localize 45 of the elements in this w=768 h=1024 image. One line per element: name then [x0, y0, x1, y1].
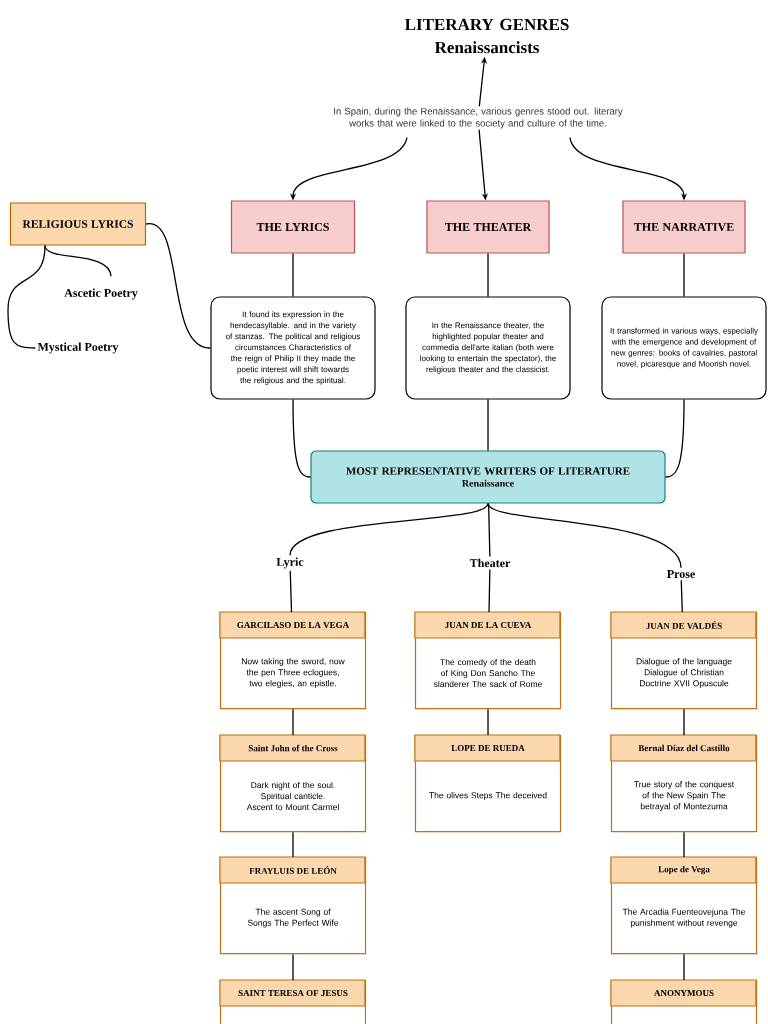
description-box: It found its expression in the hendecasyllable. and in the variety of stanzas. The political and religious circumstances Characteristics of the reign of Philip II they made the poetic interest will shift towards the religious and the spiritual.: [210, 296, 376, 400]
writer-card: JUAN DE LA CUEVA The comedy of the death of King Don Sancho The slanderer The sack of Rome: [414, 611, 562, 710]
description-box: It transformed in various ways, especially with the emergence and development of new genres: books of cavalries, pastoral novel, picaresque and Moorish novel.: [601, 296, 767, 400]
connector: [487, 398, 489, 452]
connector: [7, 244, 46, 349]
subcategory-text: Ascetic Poetry: [64, 288, 138, 300]
intro-text: In Spain, during the Renaissance, various genres stood out. literary works that were linked to the society and culture of the time.: [334, 107, 623, 129]
writers-box: MOST REPRESENTATIVE WRITERS OF LITERATURE Renaissance: [310, 450, 666, 504]
writer-card: ANONYMOUS: [610, 979, 758, 1024]
connector: [145, 223, 212, 349]
writer-card: Saint John of the Cross Dark night of the soul. Spiritual canticle. Ascent to Mount Carmel: [219, 734, 367, 833]
genre-box: THE NARRATIVE: [622, 200, 746, 254]
connector: [289, 502, 489, 556]
connector: [292, 708, 294, 736]
connector: [292, 398, 312, 478]
writer-card: SAINT TERESA OF JESUS: [219, 979, 367, 1024]
connector: [289, 570, 293, 613]
writer-card: JUAN DE VALDÉS Dialogue of the language Dialogue of Christian Doctrine XVII Opuscule: [610, 611, 758, 710]
writer-card: Lope de Vega The Arcadia Fuenteovejuna The punishment without revenge: [610, 856, 758, 955]
title-text: LITERARY GENRES Renaissancists: [404, 18, 569, 54]
connector: [683, 708, 685, 736]
column-heading: Theater: [469, 558, 511, 568]
category-box: RELIGIOUS LYRICS: [9, 202, 147, 246]
column-heading: Prose: [667, 570, 695, 578]
connector: [292, 953, 294, 981]
description-box: In the Renaissance theater, the highlighted popular theater and commedia dell'arte italian (both were looking to entertain the spectator), the religious theater and the classicist.: [405, 296, 571, 400]
subcategory-text: Mystical Poetry: [37, 342, 119, 354]
connector: [487, 708, 489, 736]
connector: [664, 398, 685, 478]
connector: [487, 252, 489, 298]
connector: [683, 831, 685, 858]
connector: [292, 831, 294, 858]
connector: [292, 252, 294, 298]
genre-box: THE LYRICS: [230, 200, 356, 254]
writer-card: FRAYLUIS DE LEÓN The ascent Song of Songs The Perfect Wife: [219, 856, 367, 955]
connector: [683, 953, 685, 981]
column-heading: Lyric: [276, 557, 304, 569]
writer-card: GARCILASO DE LA VEGA Now taking the sword, now the pen Three eclogues, two elegies, an epistle.: [219, 611, 367, 710]
writer-card: Bernal Díaz del Castillo True story of the conquest of the New Spain The betrayal of Montezuma: [610, 734, 758, 833]
connector: [680, 579, 683, 613]
connector: [488, 568, 491, 613]
connector: [683, 252, 685, 298]
genre-box: THE THEATER: [426, 200, 550, 254]
writer-card: LOPE DE RUEDA The olives Steps The deceived: [414, 734, 562, 833]
connector: [487, 502, 682, 569]
